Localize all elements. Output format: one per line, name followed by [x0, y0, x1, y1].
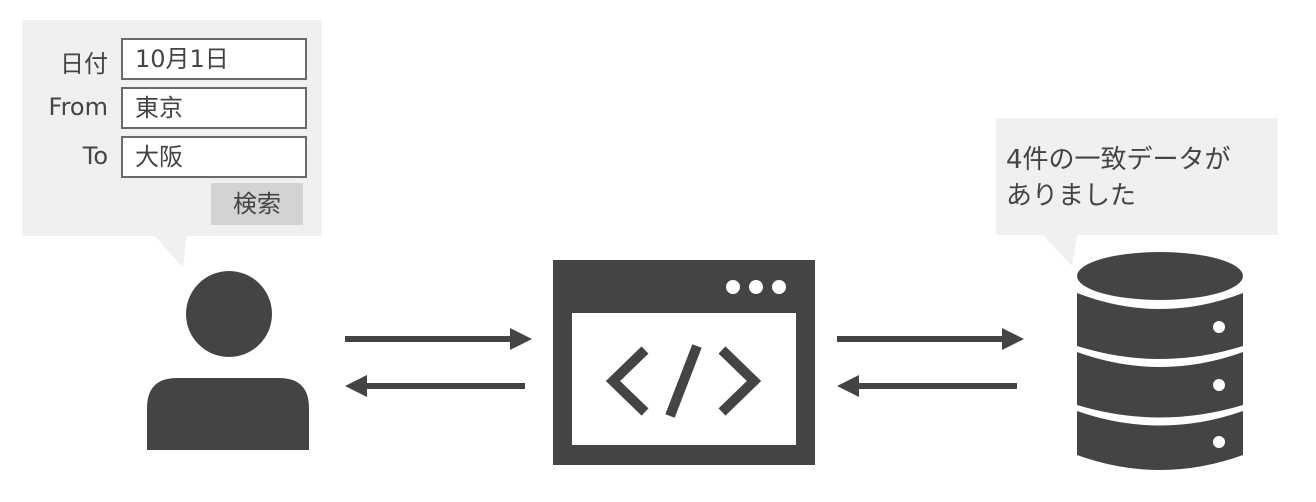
user-icon: [147, 271, 309, 450]
from-label: From: [48, 93, 108, 121]
from-field[interactable]: 東京: [121, 87, 307, 129]
result-arrow-left: [837, 375, 1017, 397]
request-arrow-right: [345, 328, 532, 350]
code-icon: [605, 344, 762, 418]
web-app-icon: [553, 260, 815, 465]
date-label: 日付: [60, 50, 108, 78]
result-bubble: [996, 118, 1278, 266]
database-icon: [1077, 252, 1243, 470]
to-label: To: [82, 142, 108, 170]
query-arrow-right: [837, 328, 1024, 350]
response-arrow-left: [345, 375, 525, 397]
result-message-line2: ありました: [1006, 181, 1137, 211]
result-message: 4件の一致データが ありました: [1006, 142, 1231, 214]
result-message-line1: 4件の一致データが: [1006, 145, 1231, 175]
date-field[interactable]: 10月1日: [121, 38, 307, 80]
to-field[interactable]: 大阪: [121, 136, 307, 178]
search-button[interactable]: 検索: [211, 183, 303, 225]
